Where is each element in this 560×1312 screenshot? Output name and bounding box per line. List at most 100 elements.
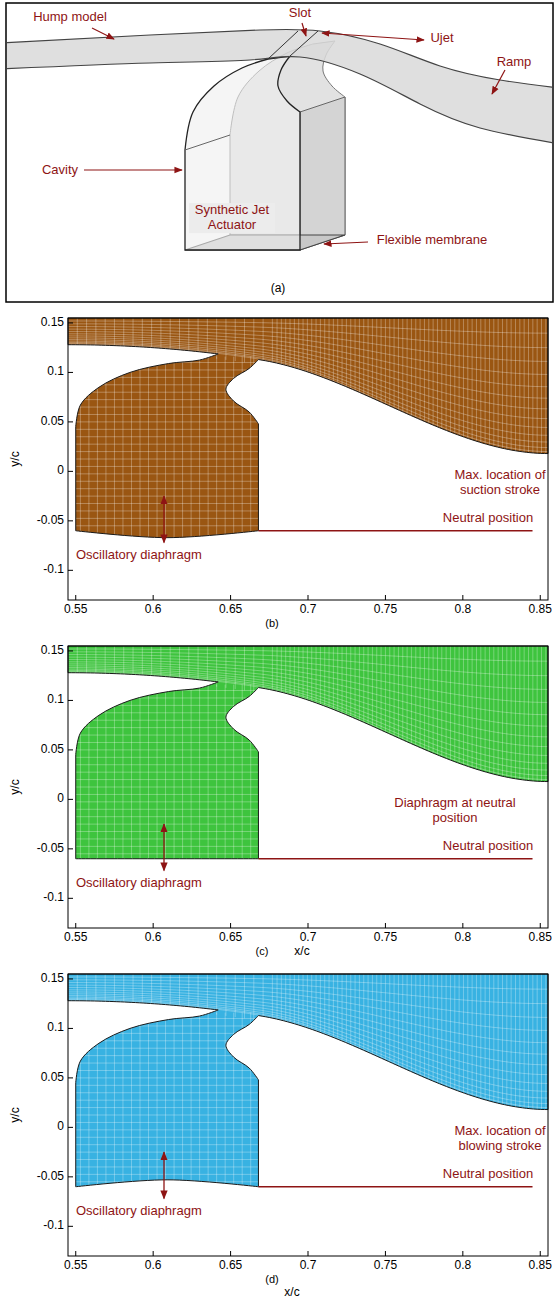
mesh-line — [73, 705, 262, 706]
mesh-line — [476, 645, 477, 774]
mesh-line — [182, 685, 183, 869]
mesh-line — [73, 1018, 262, 1019]
mesh-line — [394, 645, 395, 741]
mesh-line — [506, 973, 507, 1110]
axis-tick-label: 0.55 — [64, 1259, 87, 1273]
mesh-line — [424, 973, 425, 1082]
mesh-line — [285, 645, 286, 698]
axis-tick — [75, 1251, 76, 1256]
mesh-line — [463, 973, 464, 1098]
axis-tick — [540, 595, 541, 600]
mesh-line — [272, 317, 273, 367]
axis-tick-label: 0.55 — [64, 603, 87, 617]
mesh-line — [480, 973, 481, 1103]
mesh-line — [385, 645, 386, 737]
axis-tick — [153, 923, 154, 928]
mesh-line — [73, 1100, 262, 1101]
mesh-line — [73, 414, 262, 415]
axis-tick-label: 0.65 — [219, 931, 242, 945]
mesh-line — [165, 357, 166, 541]
mesh-line — [528, 973, 529, 1113]
neutral-line — [258, 530, 532, 531]
mesh-line — [298, 973, 299, 1030]
mesh-line — [450, 317, 451, 437]
mesh-line — [532, 317, 533, 458]
mesh-line — [420, 317, 421, 424]
mesh-line — [524, 973, 525, 1113]
mesh-line — [545, 973, 546, 1114]
mesh-line — [73, 1092, 262, 1093]
mesh-line — [398, 645, 399, 743]
axis-tick — [308, 1251, 309, 1256]
axis-tick-label: 0.7 — [300, 1259, 317, 1273]
axis-tick-label: 0.05 — [41, 743, 64, 757]
mesh-line — [263, 645, 264, 693]
mesh-line — [372, 973, 373, 1059]
axis-tick-label: 0.55 — [64, 931, 87, 945]
axis-tick — [68, 700, 73, 701]
panel-label: (d) — [265, 1273, 278, 1286]
axis-tick — [75, 595, 76, 600]
axis-tick-label: 0.15 — [41, 316, 64, 330]
mesh-panel — [68, 645, 548, 928]
axis-tick — [68, 978, 73, 979]
part-label: Slot — [289, 6, 311, 21]
axis-tick-label: 0.8 — [454, 1259, 471, 1273]
mesh-line — [73, 444, 262, 445]
mesh-line — [80, 1013, 81, 1197]
mesh-line — [131, 1013, 132, 1197]
axis-tick — [462, 1251, 463, 1256]
hump-surface — [7, 29, 552, 144]
mesh-line — [73, 407, 262, 408]
axis-tick-label: 0.75 — [374, 1259, 397, 1273]
mesh-line — [250, 1013, 251, 1197]
mesh-line — [148, 1013, 149, 1197]
mesh-line — [424, 317, 425, 426]
mesh-line — [402, 317, 403, 417]
mesh-line — [73, 1166, 262, 1167]
mesh-line — [191, 357, 192, 541]
mesh-line — [532, 973, 533, 1114]
axis-tick-label: 0.65 — [219, 603, 242, 617]
mesh-line — [199, 685, 200, 869]
axis-tick-label: 0.15 — [41, 644, 64, 658]
neutral-line — [258, 858, 532, 859]
mesh-line — [493, 317, 494, 451]
mesh-line — [73, 525, 262, 526]
mesh-line — [208, 357, 209, 541]
mesh-line — [454, 973, 455, 1095]
mesh-line — [485, 973, 486, 1105]
mesh-line — [174, 357, 175, 541]
mesh-line — [216, 1013, 217, 1197]
mesh-line — [97, 357, 98, 541]
mesh-line — [498, 645, 499, 780]
leader-arrow — [84, 169, 182, 170]
mesh-line — [350, 317, 351, 394]
panel-a — [0, 3, 560, 302]
mesh-line — [311, 645, 312, 706]
mesh-line — [191, 1013, 192, 1197]
mesh-line — [73, 1152, 262, 1153]
mesh-line — [281, 317, 282, 369]
mesh-line — [524, 645, 525, 785]
mesh-line — [73, 831, 262, 832]
oscillation-arrow — [163, 1152, 164, 1199]
mesh-line — [298, 317, 299, 374]
axis-frame — [68, 318, 548, 600]
mesh-line — [277, 973, 278, 1024]
mesh-line — [165, 1013, 166, 1197]
mesh-line — [498, 973, 499, 1108]
mesh-line — [467, 973, 468, 1099]
axis-frame — [68, 974, 548, 1256]
mesh-line — [376, 973, 377, 1061]
mesh-line — [140, 357, 141, 541]
mesh-line — [515, 317, 516, 456]
mesh-line — [73, 459, 262, 460]
axis-tick-label: 0 — [57, 464, 64, 478]
mesh-line — [131, 357, 132, 541]
mesh-line — [424, 645, 425, 754]
mesh-line — [303, 317, 304, 375]
mesh-line — [472, 973, 473, 1101]
mesh-line — [476, 973, 477, 1102]
state-annotation: Max. location of blowing stroke — [448, 1124, 552, 1154]
